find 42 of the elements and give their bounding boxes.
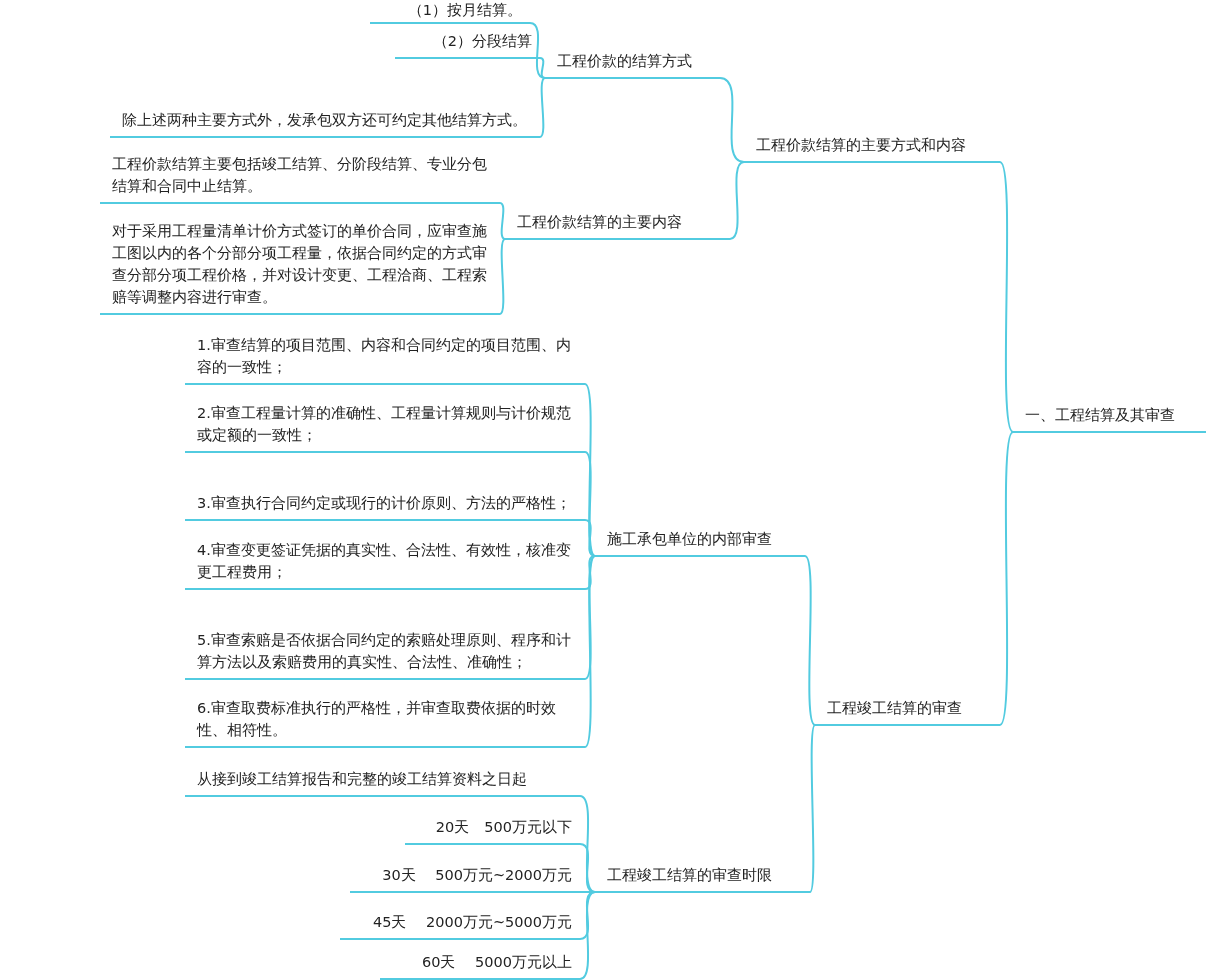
branch-label: 对于采用工程量清单计价方式签订的单价合同，应审查施工图以内的各个分部分项工程量，依据合同约定的方式审查分部分项工程价格，并对设计变更、工程洽商、工程索赔等调整内容进行审查。 [100, 207, 500, 315]
branch-connector [579, 891, 596, 940]
branch-connector [539, 77, 546, 138]
branch-label: 2.审查工程量计算的准确性、工程量计算规则与计价规范或定额的一致性； [185, 388, 585, 453]
branch-label: 工程价款结算的主要内容 [505, 190, 730, 240]
branch-label: 6.审查取费标准执行的严格性，并审查取费依据的时效性、相符性。 [185, 683, 585, 748]
branch-label: 一、工程结算及其审查 [1013, 400, 1206, 433]
branch-connector [999, 431, 1014, 726]
branch-connector [729, 161, 745, 240]
branch-label: 工程价款结算主要包括竣工结算、分阶段结算、专业分包结算和合同中止结算。 [100, 140, 500, 204]
branch-connector [584, 451, 596, 557]
branch-label: 工程竣工结算的审查 [815, 668, 1000, 726]
branch-label: 45天 2000万元~5000万元 [340, 896, 580, 940]
branch-connector [499, 202, 506, 240]
branch-label: （2）分段结算 [395, 28, 540, 59]
branch-label: 工程价款的结算方式 [545, 30, 720, 79]
branch-connector [539, 57, 546, 79]
branch-label: 工程价款结算的主要方式和内容 [744, 110, 1000, 163]
branch-label: 20天 500万元以下 [405, 799, 580, 845]
branch-connector [579, 891, 596, 980]
branch-label: 5.审查索赔是否依据合同约定的索赔处理原则、程序和计算方法以及索赔费用的真实性、合法性、准确性； [185, 593, 585, 680]
branch-label: 60天 5000万元以上 [380, 943, 580, 980]
branch-connector [584, 555, 596, 748]
branch-label: 施工承包单位的内部审查 [595, 500, 805, 557]
branch-label: 1.审查结算的项目范围、内容和合同约定的项目范围、内容的一致性； [185, 318, 585, 385]
branch-connector [809, 724, 816, 893]
branch-connector [584, 519, 596, 557]
branch-label: 从接到竣工结算报告和完整的竣工结算资料之日起 [185, 751, 580, 797]
branch-connector [584, 555, 596, 680]
branch-connector [719, 77, 745, 163]
branch-label: 除上述两种主要方式外，发承包双方还可约定其他结算方式。 [110, 66, 540, 138]
branch-label: 工程竣工结算的审查时限 [595, 840, 810, 893]
branch-label: 30天 500万元~2000万元 [350, 848, 580, 893]
branch-label: 3.审查执行合同约定或现行的计价原则、方法的严格性； [185, 456, 585, 521]
branch-connector [579, 795, 596, 893]
branch-connector [999, 161, 1014, 433]
branch-label: （1）按月结算。 [370, 0, 530, 24]
branch-connector [804, 555, 816, 726]
branch-connector [499, 238, 506, 315]
branch-connector [584, 555, 596, 590]
branch-connector [529, 22, 546, 79]
branch-label: 4.审查变更签证凭据的真实性、合法性、有效性，核准变更工程费用； [185, 524, 585, 590]
